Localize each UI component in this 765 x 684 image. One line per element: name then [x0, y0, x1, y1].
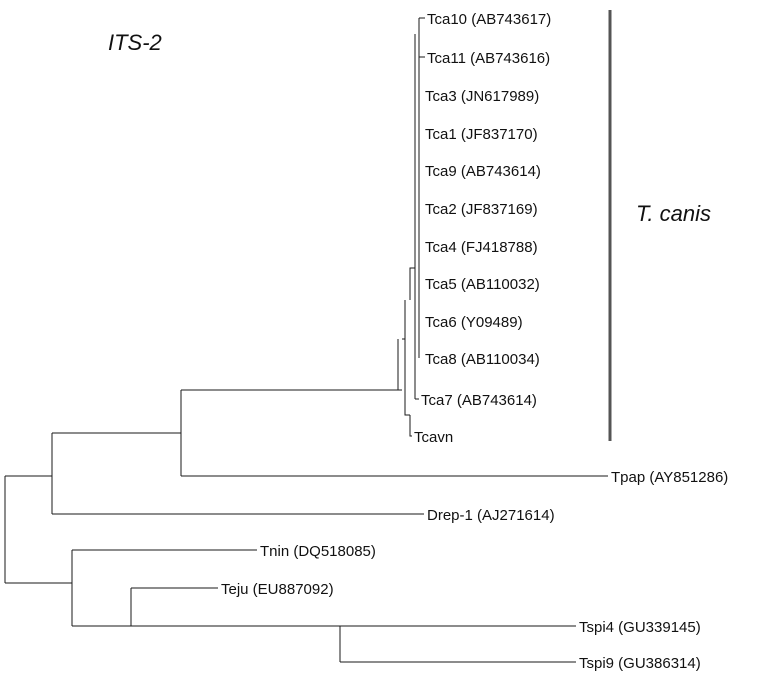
leaf-labels: Tca10 (AB743617) Tca11 (AB743616) Tca3 (…: [221, 11, 728, 672]
leaf-label: Tca5 (AB110032): [425, 276, 540, 293]
clade-label: T. canis: [636, 201, 711, 226]
leaf-label: Tca9 (AB743614): [425, 163, 541, 180]
tree-title: ITS-2: [108, 30, 162, 55]
leaf-label: Tca1 (JF837170): [425, 126, 538, 143]
leaf-label: Tca10 (AB743617): [427, 11, 551, 28]
leaf-label: Drep-1 (AJ271614): [427, 507, 555, 524]
branch-tcanis-c: [404, 300, 410, 416]
leaf-label: Tcavn: [414, 429, 453, 446]
leaf-label: Tca6 (Y09489): [425, 314, 523, 331]
leaf-label: Tca11 (AB743616): [427, 50, 550, 67]
leaf-label: Tnin (DQ518085): [260, 543, 376, 560]
leaf-label: Tca8 (AB110034): [425, 351, 540, 368]
leaf-label: Tpap (AY851286): [611, 469, 728, 486]
branch-tcanis-d: [409, 267, 415, 300]
leaf-label: Tca3 (JN617989): [425, 88, 539, 105]
leaf-label: Tca2 (JF837169): [425, 201, 538, 218]
leaf-label: Tca4 (FJ418788): [425, 239, 538, 256]
branch-tcanis-a: [397, 339, 402, 391]
tree-branches: [4, 17, 608, 663]
leaf-label: Tspi4 (GU339145): [579, 619, 701, 636]
leaf-label: Tspi9 (GU386314): [579, 655, 701, 672]
branch-to-tcavn: [409, 415, 412, 437]
leaf-label: Tca7 (AB743614): [421, 392, 537, 409]
leaf-label: Teju (EU887092): [221, 581, 334, 598]
